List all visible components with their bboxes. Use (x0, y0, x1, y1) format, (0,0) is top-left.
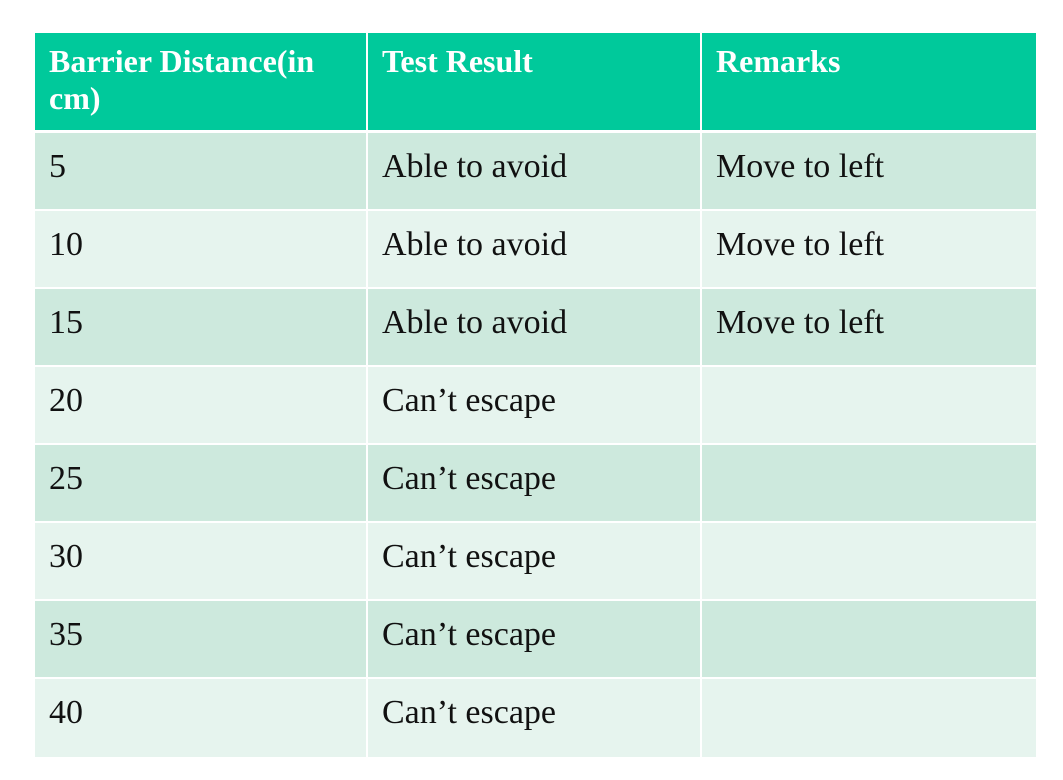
table-row: 30 Can’t escape (35, 523, 1036, 601)
cell-barrier-distance: 35 (35, 601, 368, 679)
cell-remarks (702, 367, 1036, 445)
cell-test-result: Can’t escape (368, 679, 702, 757)
cell-test-result: Able to avoid (368, 289, 702, 367)
cell-barrier-distance: 25 (35, 445, 368, 523)
table-row: 10 Able to avoid Move to left (35, 211, 1036, 289)
cell-barrier-distance: 10 (35, 211, 368, 289)
table-row: 25 Can’t escape (35, 445, 1036, 523)
cell-barrier-distance: 30 (35, 523, 368, 601)
cell-test-result: Can’t escape (368, 601, 702, 679)
cell-test-result: Able to avoid (368, 211, 702, 289)
cell-remarks (702, 679, 1036, 757)
table-row: 5 Able to avoid Move to left (35, 133, 1036, 211)
table-row: 35 Can’t escape (35, 601, 1036, 679)
cell-test-result: Able to avoid (368, 133, 702, 211)
column-header-barrier-distance: Barrier Distance(in cm) (35, 33, 368, 133)
cell-test-result: Can’t escape (368, 367, 702, 445)
column-header-remarks: Remarks (702, 33, 1036, 133)
results-table: Barrier Distance(in cm) Test Result Rema… (35, 33, 1036, 757)
column-header-test-result: Test Result (368, 33, 702, 133)
cell-test-result: Can’t escape (368, 445, 702, 523)
cell-barrier-distance: 20 (35, 367, 368, 445)
table-row: 20 Can’t escape (35, 367, 1036, 445)
cell-test-result: Can’t escape (368, 523, 702, 601)
table-header-row: Barrier Distance(in cm) Test Result Rema… (35, 33, 1036, 133)
cell-remarks (702, 523, 1036, 601)
cell-remarks: Move to left (702, 133, 1036, 211)
cell-remarks (702, 445, 1036, 523)
cell-remarks: Move to left (702, 289, 1036, 367)
cell-barrier-distance: 5 (35, 133, 368, 211)
table-row: 15 Able to avoid Move to left (35, 289, 1036, 367)
cell-remarks (702, 601, 1036, 679)
table-row: 40 Can’t escape (35, 679, 1036, 757)
cell-remarks: Move to left (702, 211, 1036, 289)
cell-barrier-distance: 40 (35, 679, 368, 757)
cell-barrier-distance: 15 (35, 289, 368, 367)
